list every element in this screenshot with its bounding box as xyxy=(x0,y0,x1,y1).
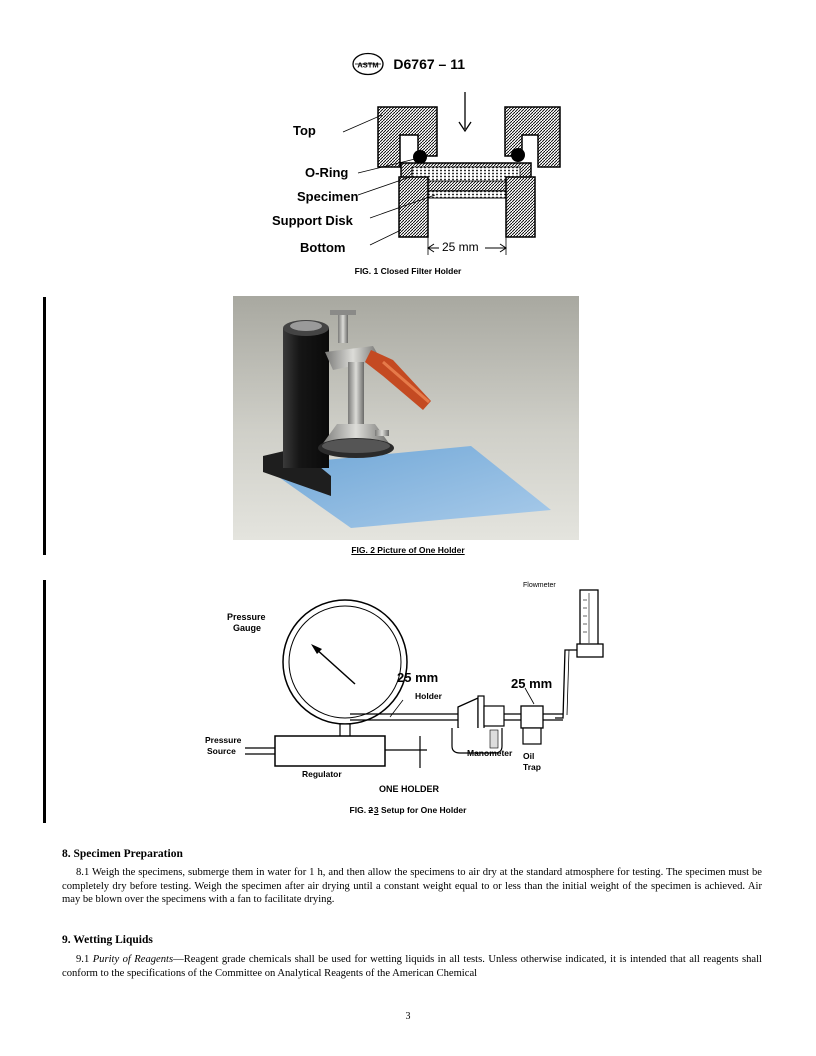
section-8-title: 8. Specimen Preparation xyxy=(62,848,183,860)
svg-text:ASTM: ASTM xyxy=(357,61,378,70)
label-one-holder: ONE HOLDER xyxy=(379,784,440,794)
figure-3-caption: FIG. 2 3 Setup for One Holder xyxy=(0,805,816,815)
holder-photo xyxy=(233,296,579,540)
caption-new-number: 3 xyxy=(373,805,379,815)
setup-diagram xyxy=(245,589,604,768)
paragraph-body: —Reagent grade chemicals shall be used f… xyxy=(62,954,762,979)
label-o-ring: O-Ring xyxy=(305,165,349,180)
page-header: ASTM D6767 – 11 xyxy=(0,52,816,76)
label-manometer: Manometer xyxy=(467,748,513,758)
figure-2-caption: FIG. 2 Picture of One Holder xyxy=(351,545,465,555)
label-flowmeter: Flowmeter xyxy=(523,582,556,589)
section-8-paragraph-1: 8.1 Weigh the specimens, submerge them i… xyxy=(62,867,762,905)
label-holder: Holder xyxy=(415,691,442,701)
caption-prefix: FIG. xyxy=(349,805,369,815)
page-number: 3 xyxy=(405,1011,411,1022)
figure-1: Top O-Ring Specimen Support Disk Bottom … xyxy=(260,85,570,275)
filter-holder-drawing xyxy=(342,92,561,255)
label-bottom: Bottom xyxy=(300,240,346,255)
change-bar xyxy=(43,580,46,823)
label-pressure-gauge-1: Pressure xyxy=(227,612,266,622)
figure-1-caption: FIG. 1 Closed Filter Holder xyxy=(354,266,462,276)
change-bar xyxy=(43,297,46,555)
label-25mm-left: 25 mm xyxy=(397,670,439,685)
label-pressure-gauge-2: Gauge xyxy=(233,623,262,633)
astm-logo: ASTM xyxy=(352,52,384,76)
label-25mm-right: 25 mm xyxy=(511,676,553,691)
label-support-disk: Support Disk xyxy=(272,213,353,228)
label-pressure-source-1: Pressure xyxy=(205,735,242,745)
label-trap: Trap xyxy=(523,762,541,772)
caption-suffix: Setup for One Holder xyxy=(378,805,467,815)
paragraph-number: 9.1 xyxy=(76,954,93,965)
paragraph-heading: Purity of Reagents xyxy=(92,954,174,965)
label-top: Top xyxy=(293,123,316,138)
section-9-paragraph-1: 9.1 Purity of Reagents—Reagent grade che… xyxy=(62,953,762,980)
label-dimension: 25 mm xyxy=(442,240,479,254)
figure-3: Flowmeter Pressure Gauge 25 mm 25 mm Hol… xyxy=(205,578,605,808)
label-specimen: Specimen xyxy=(297,189,359,204)
label-oil: Oil xyxy=(523,751,535,761)
label-regulator: Regulator xyxy=(302,769,342,779)
caption-old-number: 2 xyxy=(368,805,374,815)
label-pressure-source-2: Source xyxy=(207,746,236,756)
document-number: D6767 – 11 xyxy=(393,56,466,72)
section-9-title: 9. Wetting Liquids xyxy=(62,934,153,946)
